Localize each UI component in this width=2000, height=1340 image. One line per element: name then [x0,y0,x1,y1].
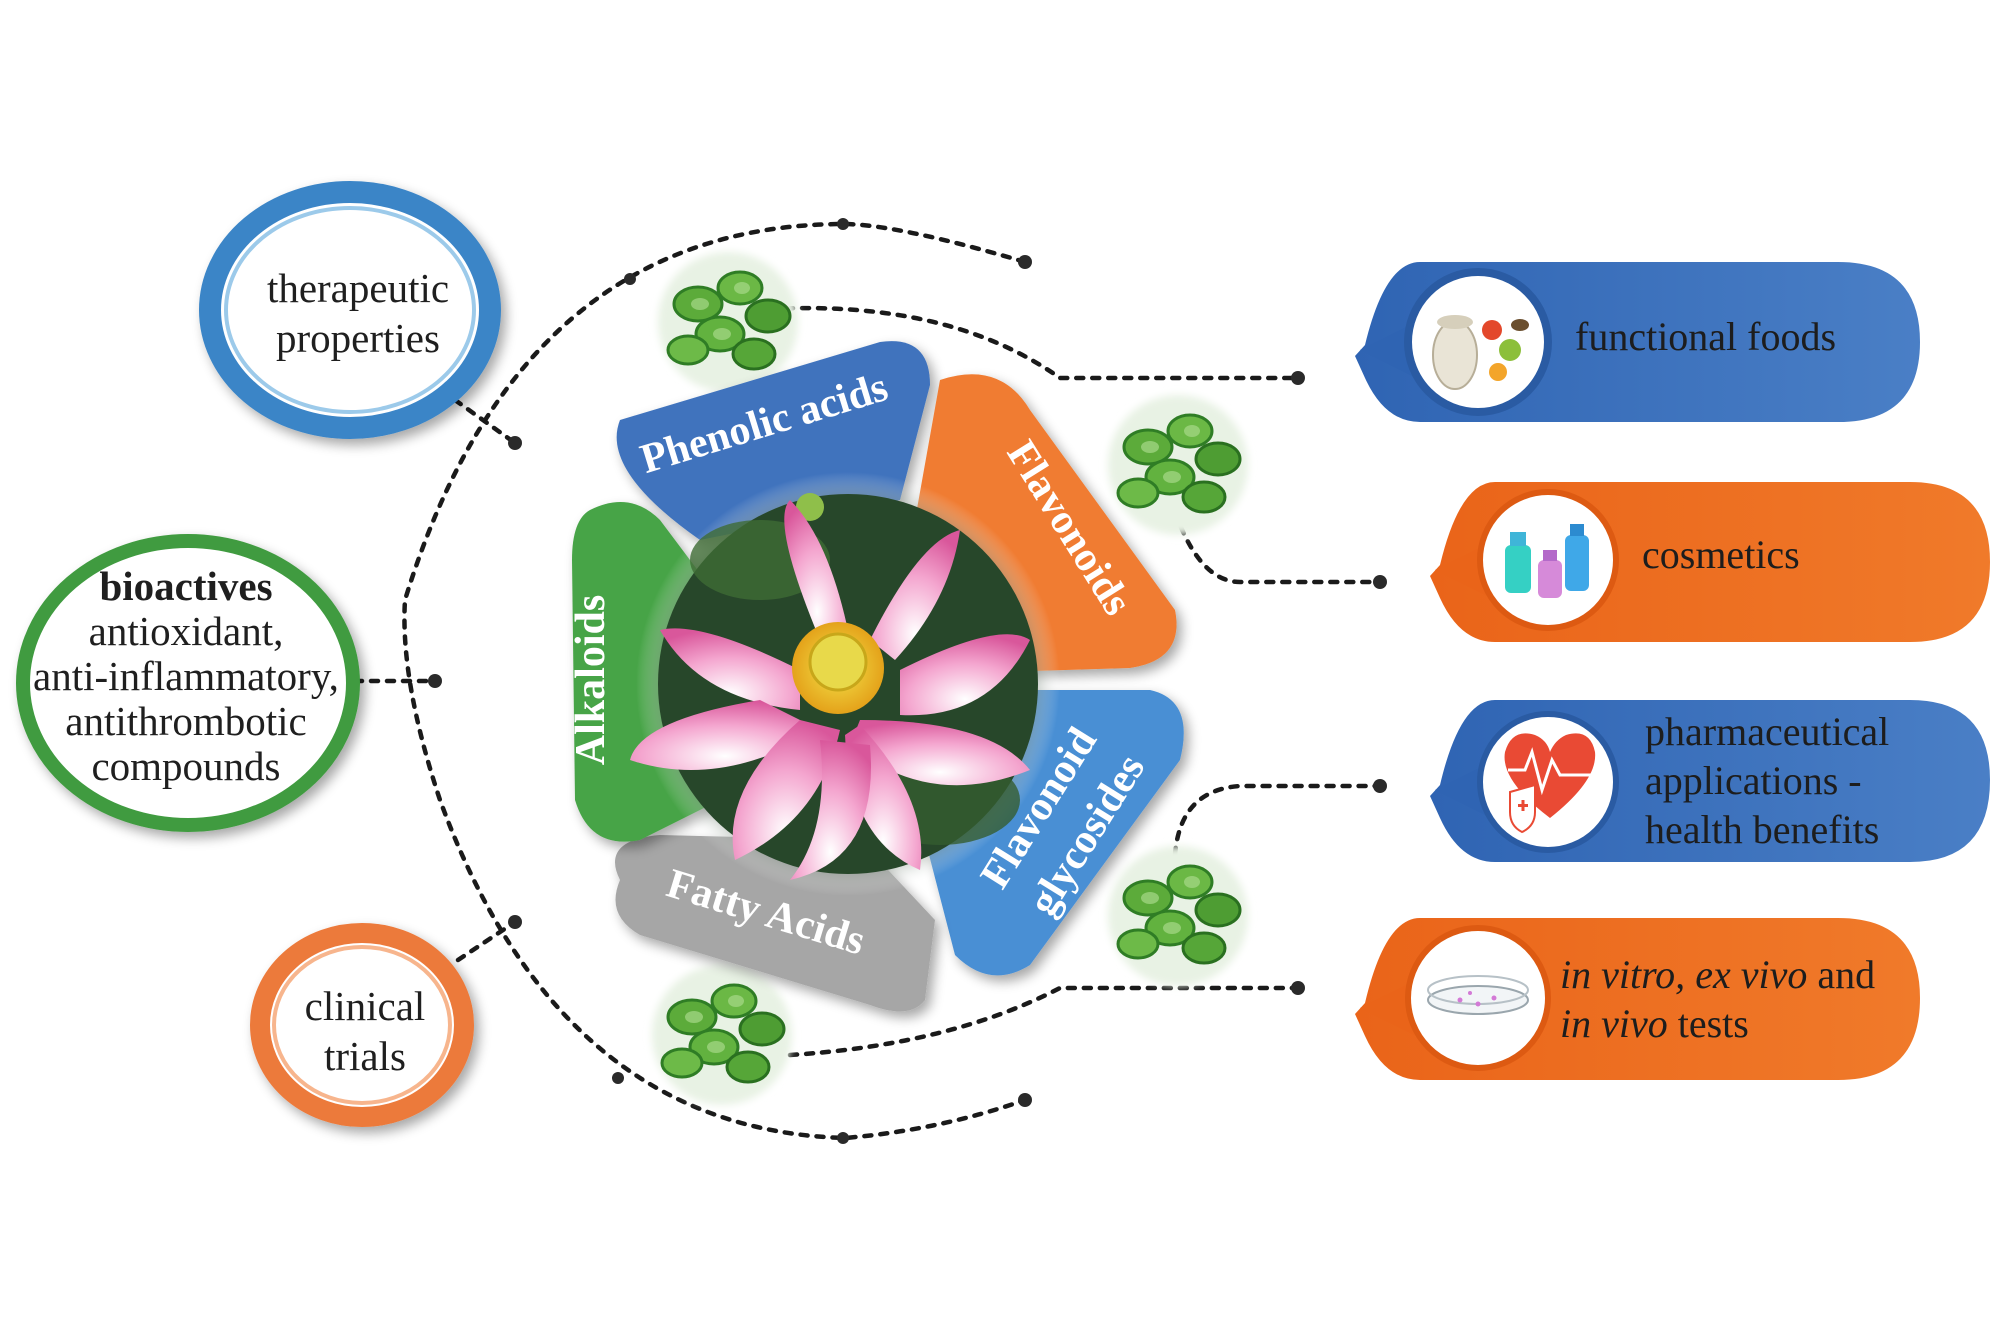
bioactives-line1: antioxidant, [89,608,284,654]
petri-dish-icon [1427,975,1529,1015]
heart-shield-icon [1504,733,1596,834]
node-therapeutic-properties [199,181,501,439]
app-label-pharma-line1: pharmaceutical [1645,709,1889,754]
cosmetic-bottles-icon [1505,524,1589,598]
tests-in-vitro: in vitro, [1560,952,1685,997]
leaf-cluster-lower-right-icon [1108,846,1248,986]
food-supplements-icon [1432,315,1529,390]
leaf-cluster-top-icon [658,252,798,392]
bioactives-title: bioactives [99,563,272,609]
app-tests [1355,918,1920,1080]
therapeutic-label-line2: properties [276,315,440,361]
app-pharmaceutical [1430,700,1990,862]
app-cosmetics [1430,482,1990,642]
connector-tests [787,985,1301,1058]
tests-word: tests [1678,1001,1749,1046]
bioactives-line2: anti-inflammatory, [33,653,339,699]
app-label-cosmetics: cosmetics [1642,532,1800,577]
tests-and: and [1817,952,1875,997]
therapeutic-label-line1: therapeutic [267,265,449,311]
app-label-pharma-line3: health benefits [1645,807,1879,852]
tests-in-vivo: in vivo [1560,1001,1668,1046]
clinical-label-line2: trials [324,1033,406,1079]
app-label-functional-foods: functional foods [1575,314,1836,359]
leaf-cluster-right-icon [1108,395,1248,535]
tests-ex-vivo: ex vivo [1695,952,1807,997]
bioactives-line4: compounds [91,743,280,789]
connector-pharma [1172,783,1383,858]
app-label-tests-line2: in vivo tests [1560,1001,1749,1046]
bioactives-line3: antithrombotic [65,698,306,744]
connector-functional-foods [767,305,1301,381]
app-label-tests-line1: in vitro, ex vivo and [1560,952,1875,997]
lotus-flower-icon [630,472,1060,896]
leaf-cluster-bottom-icon [652,965,792,1105]
clinical-label-line1: clinical [305,983,426,1029]
connector-clinical [455,919,518,963]
connector-therapeutic [452,397,518,446]
node-clinical-trials [250,923,474,1127]
node-bioactives [16,534,360,832]
connector-dots [428,218,1387,1144]
app-label-pharma-line2: applications - [1645,758,1862,803]
app-functional-foods [1355,262,1920,422]
petal-label-alkaloids: Alkaloids [568,595,614,765]
